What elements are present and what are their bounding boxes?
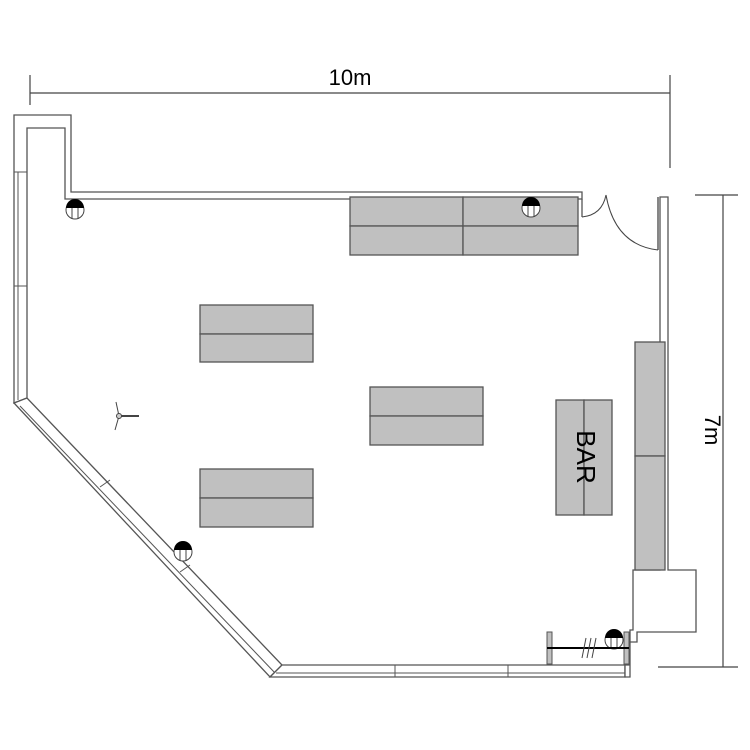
light-fixture-icon <box>604 629 624 650</box>
bench-right[interactable] <box>634 341 666 571</box>
table-top-left[interactable] <box>349 196 464 256</box>
light-fixture-icon <box>521 197 541 218</box>
bar-label: BAR <box>571 430 601 483</box>
light-fixture-icon <box>65 199 85 220</box>
table-top-right[interactable] <box>462 196 579 256</box>
bar-counter[interactable]: BAR <box>555 399 613 516</box>
table-lower-left[interactable] <box>199 468 314 528</box>
table-center[interactable] <box>369 386 484 446</box>
width-label: 10m <box>329 65 372 90</box>
door-swing-icon[interactable] <box>581 194 659 251</box>
rail-stand <box>546 631 630 665</box>
width-dimension: 10m <box>29 65 671 168</box>
height-label: 7m <box>700 415 725 446</box>
height-dimension: 7m <box>658 194 738 668</box>
light-fixture-icon <box>173 541 193 562</box>
table-upper-left[interactable] <box>199 304 314 363</box>
camera-tripod-icon <box>114 401 139 431</box>
